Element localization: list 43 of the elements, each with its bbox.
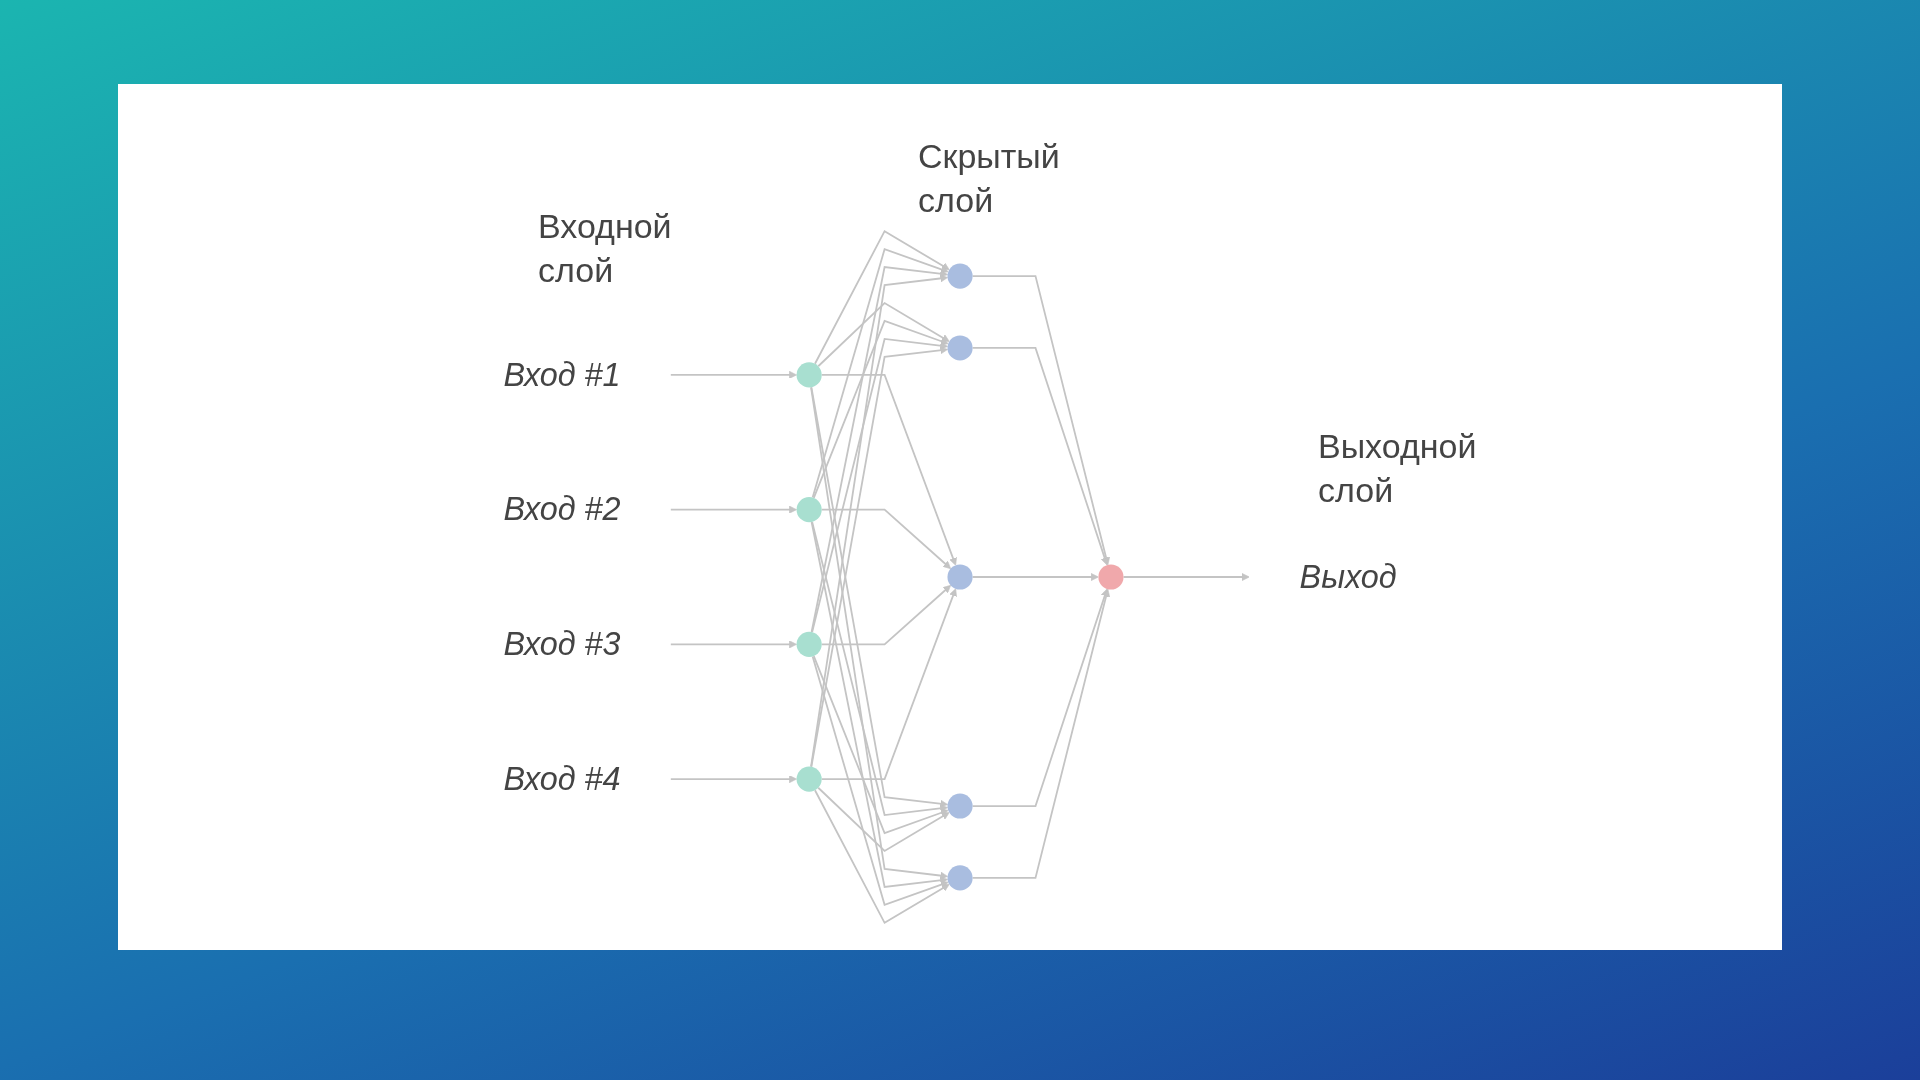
node-circle xyxy=(947,865,973,891)
arrow xyxy=(971,573,1099,581)
arrow xyxy=(971,588,1109,807)
arrow xyxy=(971,347,1109,566)
arrow xyxy=(971,275,1110,566)
node-circle xyxy=(1098,564,1124,590)
layer-label: Скрытый слой xyxy=(918,136,1061,222)
arrow xyxy=(810,521,948,888)
node-circle xyxy=(796,631,822,657)
arrow xyxy=(820,585,951,646)
node-circle xyxy=(947,335,973,361)
node-text: Вход #2 xyxy=(503,490,621,528)
arrow xyxy=(669,640,797,649)
node-circle xyxy=(796,766,822,792)
arrow xyxy=(971,588,1110,879)
node-circle xyxy=(796,497,822,523)
arrow xyxy=(1122,573,1250,581)
arrow xyxy=(814,229,950,365)
arrow xyxy=(812,655,949,835)
node-text: Вход #1 xyxy=(503,356,621,393)
arrow xyxy=(669,370,797,379)
arrow xyxy=(811,655,949,906)
arrow xyxy=(810,266,948,633)
arrow xyxy=(820,508,951,569)
node-circle xyxy=(796,362,822,388)
arrow xyxy=(811,338,948,634)
layer-label: Входной слой xyxy=(538,206,673,292)
node-circle xyxy=(947,793,973,819)
arrow xyxy=(817,786,950,853)
arrow xyxy=(820,588,957,780)
arrow xyxy=(669,505,797,514)
arrow xyxy=(669,775,797,784)
node-text: Вход #3 xyxy=(503,625,621,663)
node-text: Вход #4 xyxy=(503,760,621,798)
arrow xyxy=(812,319,949,499)
layer-label: Выходной слой xyxy=(1318,426,1478,512)
arrow xyxy=(811,248,949,499)
node-circle xyxy=(947,564,973,590)
arrow xyxy=(820,374,957,566)
arrow xyxy=(817,301,950,368)
node-text: Выход xyxy=(1299,558,1397,595)
arrow xyxy=(814,789,950,925)
node-circle xyxy=(947,263,973,289)
